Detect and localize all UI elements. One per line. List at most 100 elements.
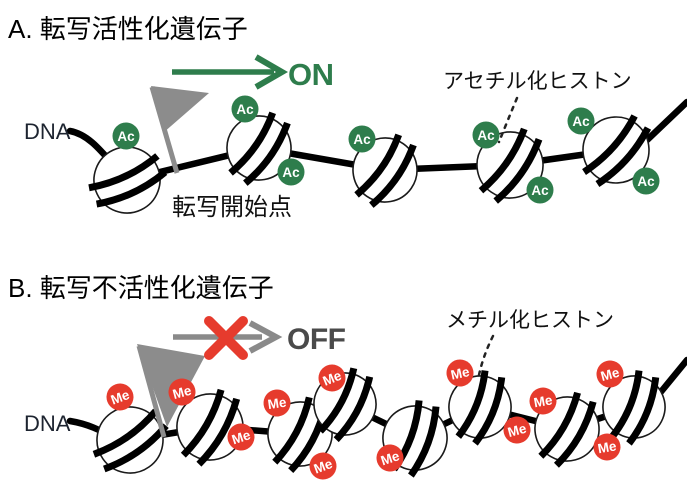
dna-wrap-band (626, 376, 660, 446)
ac-mark: Ac (567, 107, 595, 135)
me-mark-label: Me (171, 383, 193, 402)
ac-mark-circle (112, 122, 140, 150)
ac-mark-label: Ac (572, 114, 590, 129)
dna-wrap-band (95, 169, 168, 208)
ac-mark-circle (277, 158, 305, 186)
histone-pointer-dashed-line (476, 334, 495, 382)
me-mark-label: Me (506, 421, 528, 440)
dna-wrap-band (196, 397, 241, 467)
me-mark-circle (446, 359, 474, 387)
me-mark-circle (227, 423, 255, 451)
me-mark-label: Me (533, 392, 555, 410)
ac-mark-circle (526, 176, 554, 204)
dna-wrap-band (582, 114, 638, 175)
off-arrow-head-icon (248, 320, 283, 354)
panel-a-title: A. 転写活性化遺伝子 (8, 14, 248, 44)
me-mark: Me (318, 364, 346, 392)
acetylated-histone-label: アセチル化ヒストン (443, 70, 632, 93)
dna-wrap-band (243, 121, 291, 186)
nucleosome (534, 391, 600, 468)
transcription-start-label: 転写開始点 (172, 194, 292, 221)
dna-wrap-band (408, 406, 440, 478)
ac-mark-label: Ac (236, 102, 254, 117)
me-mark-label: Me (312, 456, 335, 477)
dna-wrap-band (88, 153, 160, 192)
histone-pointer-dashed-line (497, 96, 519, 144)
dna-wrap-band (493, 138, 543, 204)
ac-mark: Ac (472, 121, 500, 149)
dna-wrap-band (272, 396, 313, 465)
ac-mark-label: Ac (282, 165, 300, 180)
ac-mark-label: Ac (477, 128, 495, 143)
me-mark: Me (376, 444, 404, 472)
dna-wrap-band (354, 133, 402, 198)
ac-mark: Ac (348, 125, 376, 153)
on-state-label: ON (288, 57, 334, 92)
me-mark-label: Me (321, 368, 344, 389)
dna-wrap-band (538, 391, 581, 459)
nucleosome (602, 370, 666, 446)
ac-mark-circle (231, 95, 259, 123)
me-mark-circle (596, 360, 624, 388)
transcription-start-flag-icon (151, 86, 209, 133)
me-mark: Me (263, 389, 291, 417)
me-mark-label: Me (449, 364, 471, 383)
me-mark: Me (309, 452, 337, 480)
me-mark-circle (529, 387, 557, 415)
me-mark: Me (106, 383, 134, 411)
ac-mark: Ac (632, 167, 660, 195)
blocked-cross-icon (204, 316, 248, 360)
flag-pole (136, 345, 167, 438)
me-mark-label: Me (597, 438, 619, 456)
panel-b-title: B. 転写不活性化遺伝子 (8, 273, 274, 303)
ac-mark-circle (632, 167, 660, 195)
me-mark-label: Me (230, 427, 253, 447)
dna-wrap-band (595, 126, 652, 188)
dna-wrap-band (92, 408, 159, 458)
dna-wrap-band (369, 143, 417, 208)
dna-wrap-band (333, 375, 374, 443)
ac-mark-label: Ac (353, 132, 371, 147)
ac-mark: Ac (277, 158, 305, 186)
dna-wrap-band (472, 376, 506, 446)
ac-mark-label: Ac (637, 174, 655, 189)
me-mark: Me (227, 423, 255, 451)
me-mark: Me (168, 378, 196, 406)
nucleosome (226, 111, 292, 186)
nucleosome (582, 114, 652, 188)
dna-wrap-band (180, 388, 225, 458)
me-mark-circle (503, 416, 531, 444)
dna-label-b: DNA (24, 411, 71, 436)
nucleosome (476, 127, 544, 204)
ac-mark: Ac (526, 176, 554, 204)
me-mark-circle (263, 389, 291, 417)
me-mark-circle (318, 364, 346, 392)
dna-wrap-band (317, 367, 358, 434)
me-mark-circle (593, 433, 621, 461)
me-mark-circle (376, 444, 404, 472)
ac-mark-circle (567, 107, 595, 135)
ac-mark-circle (472, 121, 500, 149)
ac-mark-label: Ac (531, 183, 549, 198)
ac-mark-label: Ac (117, 129, 135, 144)
me-mark: Me (593, 433, 621, 461)
me-mark-label: Me (267, 395, 288, 413)
me-mark: Me (503, 416, 531, 444)
on-arrow-head-icon (254, 54, 289, 90)
nucleosome-layer (88, 111, 652, 214)
me-mark-circle (309, 452, 337, 480)
me-mark-label: Me (599, 365, 621, 384)
nucleosome (88, 146, 168, 214)
dna-wrap-band (553, 400, 597, 468)
me-mark-label: Me (379, 448, 402, 468)
dna-label-a: DNA (24, 119, 71, 144)
me-mark-circle (168, 378, 196, 406)
off-state-label: OFF (287, 323, 346, 356)
nucleosome (448, 370, 512, 446)
methylated-histone-label: メチル化ヒストン (446, 309, 614, 332)
dna-wrap-band (609, 370, 643, 439)
